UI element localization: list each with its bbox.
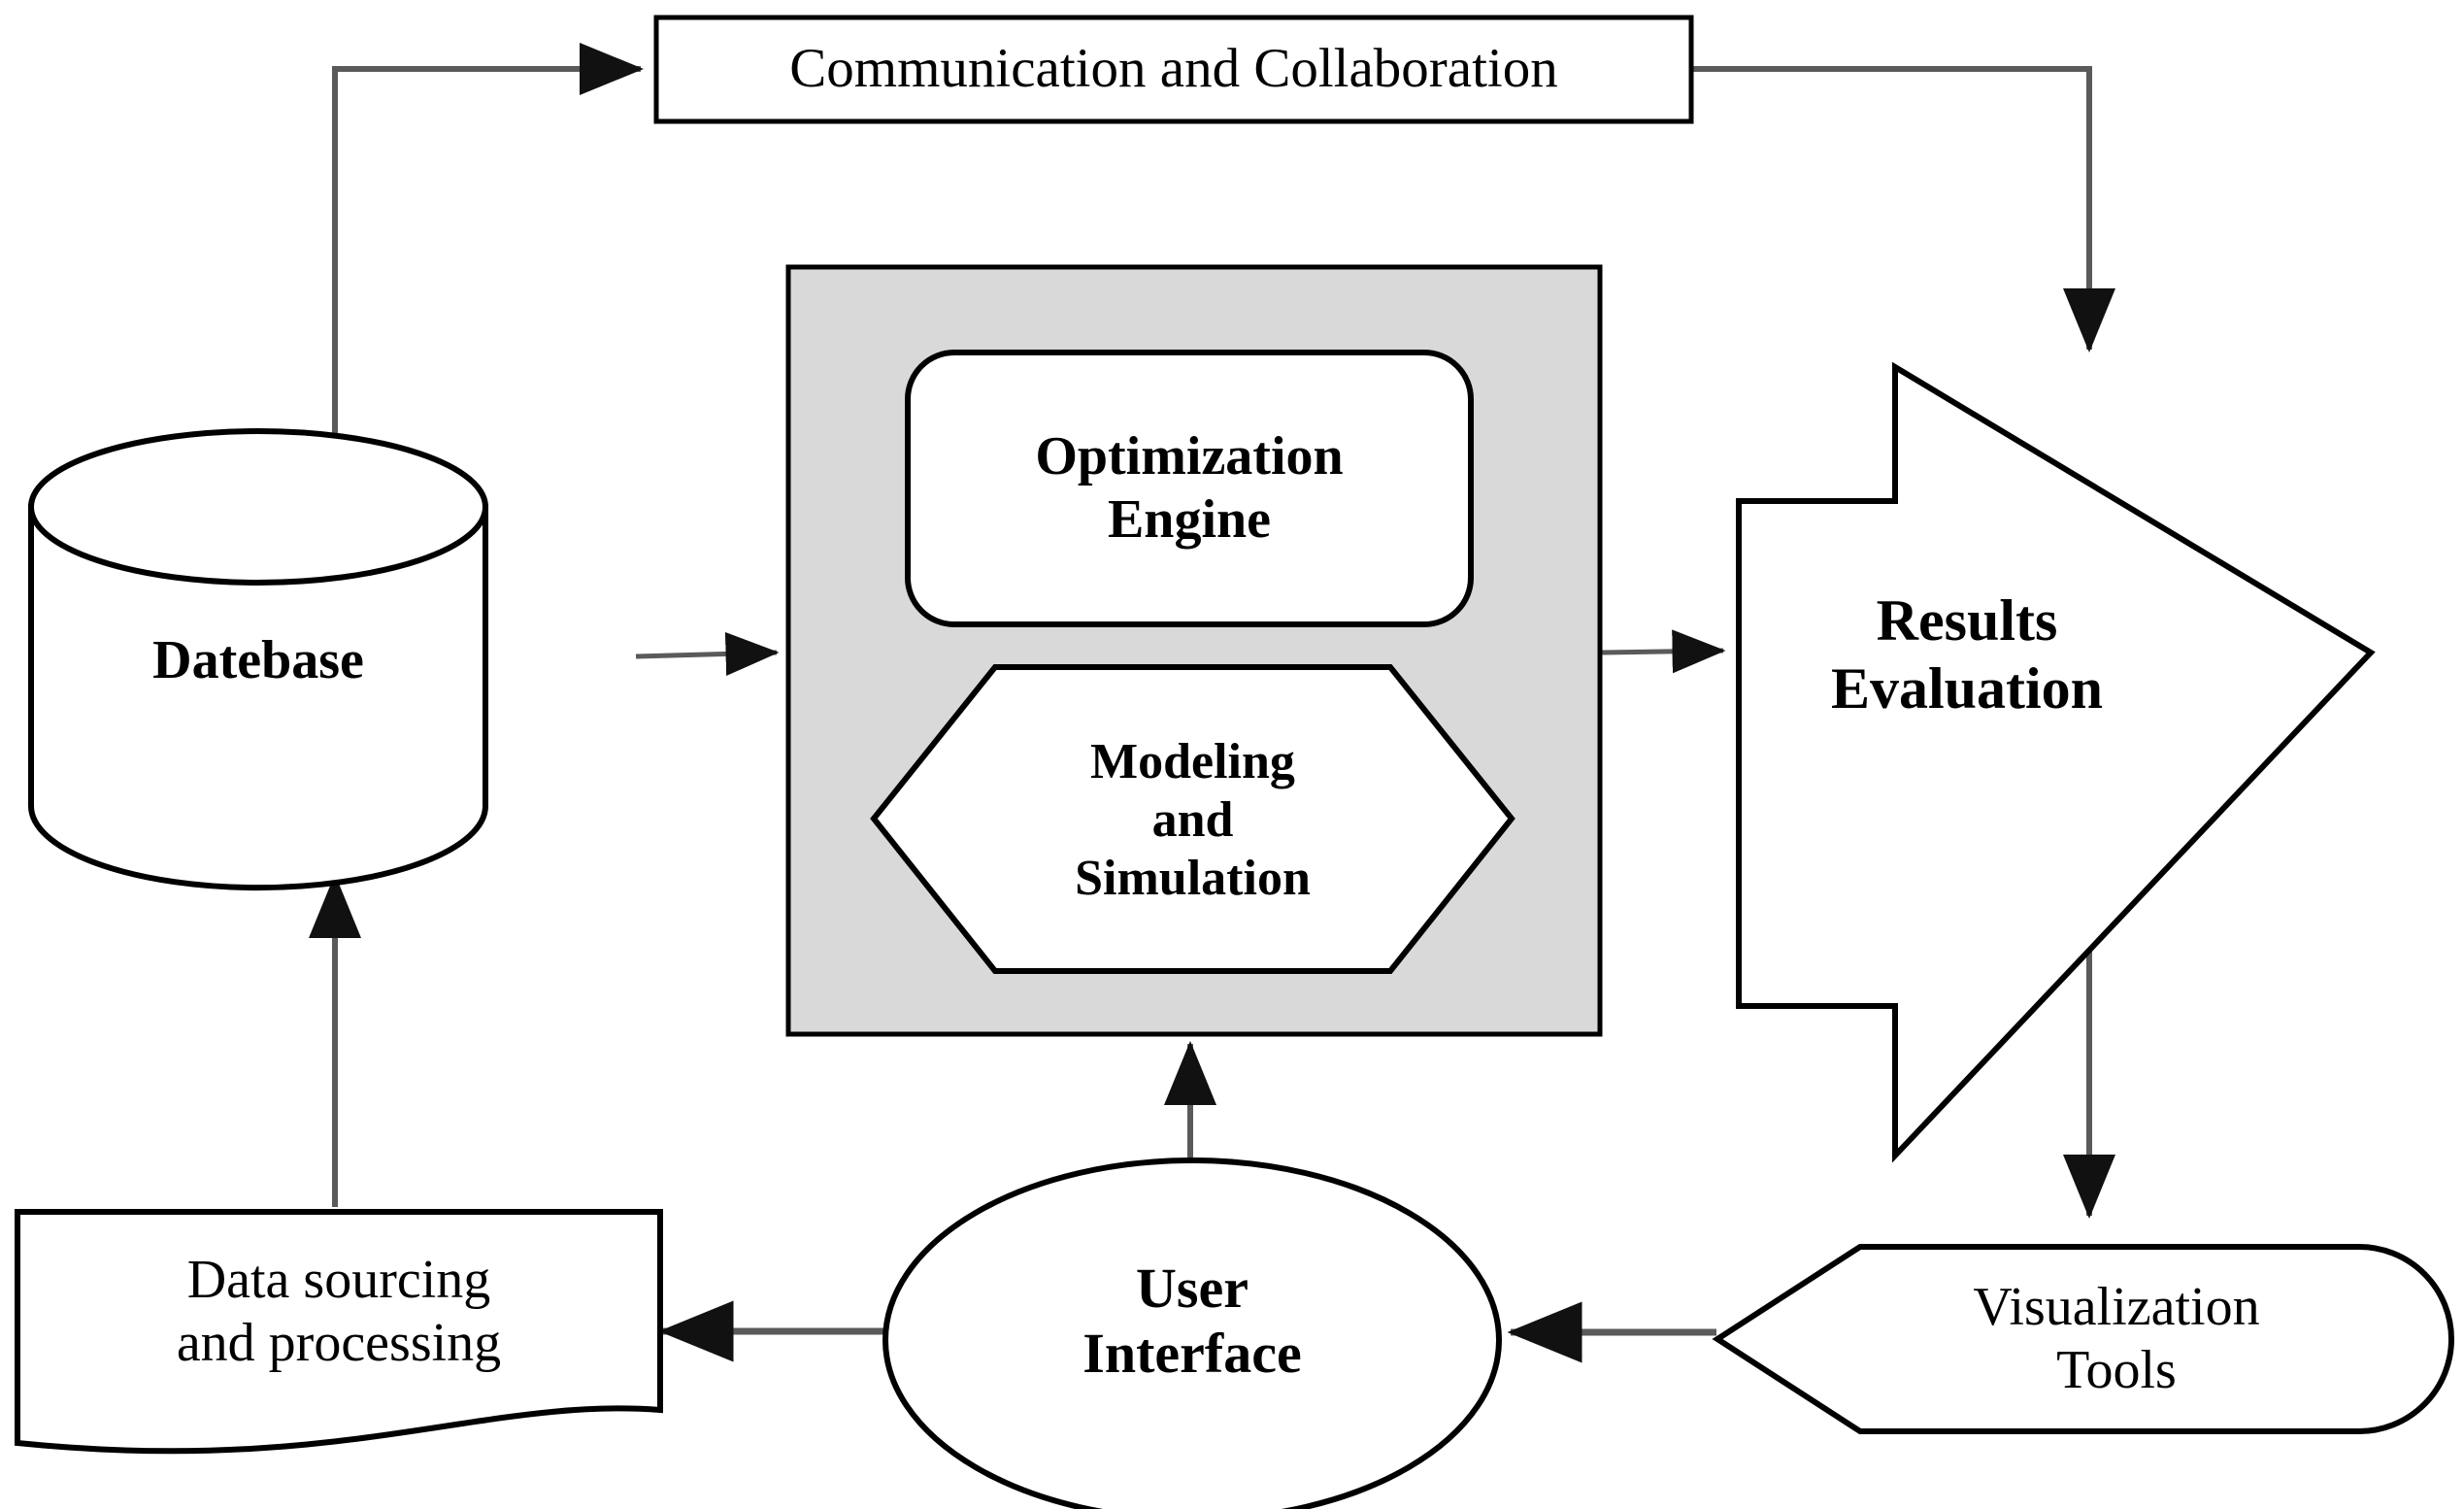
node-user-interface-shape[interactable]	[882, 1157, 1502, 1509]
node-modeling-simulation-shape[interactable]	[870, 664, 1515, 974]
edge-database-to-container	[635, 631, 780, 676]
edge-communication-to-results	[1691, 66, 2115, 352]
node-optimization-engine-shape[interactable]	[905, 350, 1474, 627]
node-results-evaluation-shape[interactable]	[1736, 361, 2376, 1163]
node-visualization-tools-shape[interactable]	[1712, 1244, 2454, 1434]
node-communication-shape[interactable]	[653, 15, 1694, 124]
node-data-sourcing-shape[interactable]	[15, 1209, 663, 1455]
edge-container-to-results	[1599, 629, 1726, 674]
node-database-shape[interactable]	[28, 428, 488, 891]
edge-database-to-communication	[332, 43, 644, 456]
